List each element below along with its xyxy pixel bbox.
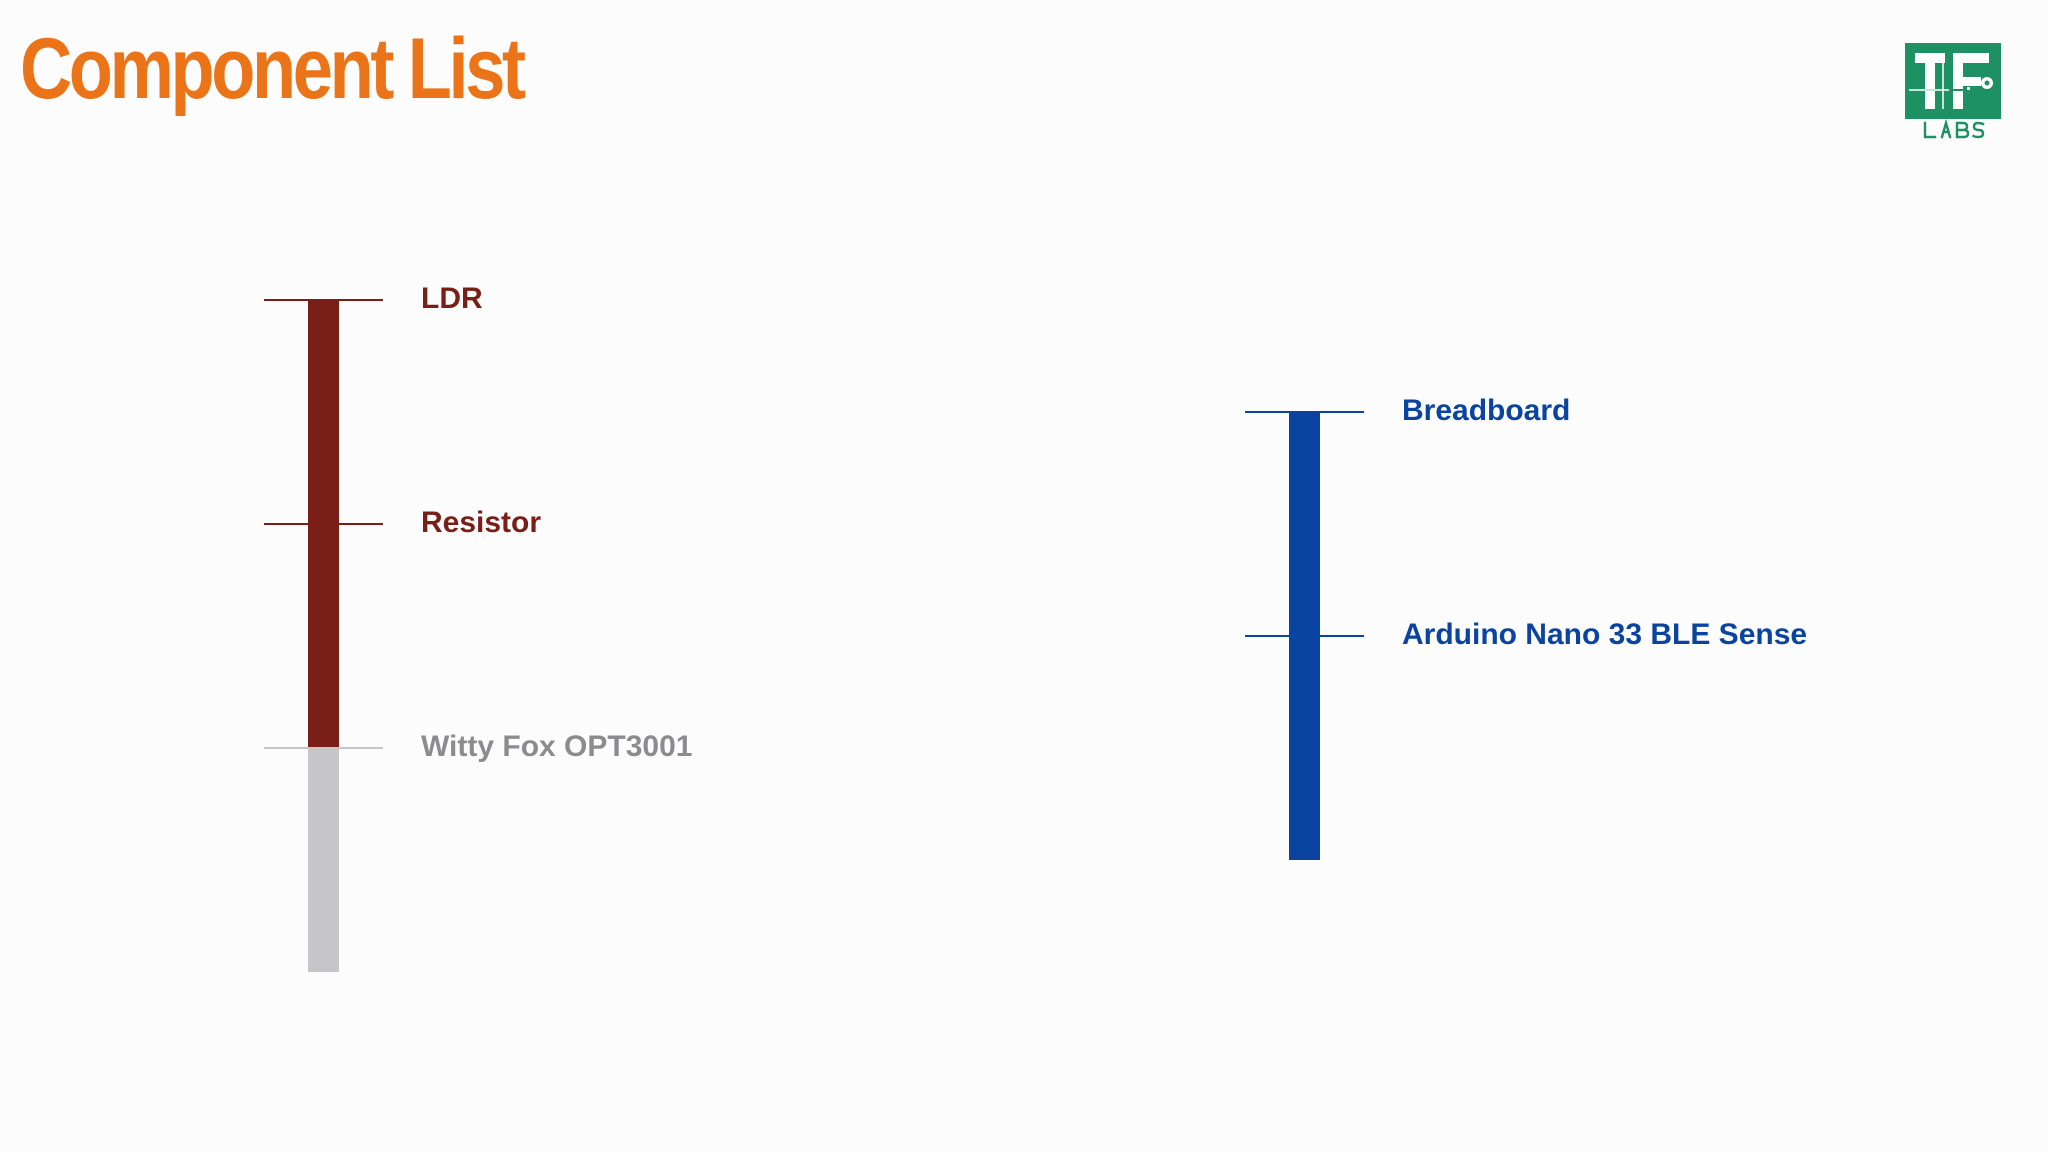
group-1-stem-faded	[308, 748, 339, 972]
component-label-ldr: LDR	[421, 282, 483, 315]
component-label-resistor: Resistor	[421, 506, 542, 539]
slide-title: Component List	[20, 21, 526, 117]
component-label-arduino-nano-33-ble-sense: Arduino Nano 33 BLE Sense	[1402, 618, 1808, 651]
tf-labs-logo	[1905, 43, 2001, 139]
component-label-witty-fox-opt3001: Witty Fox OPT3001	[421, 730, 693, 763]
component-label-breadboard: Breadboard	[1402, 394, 1571, 427]
